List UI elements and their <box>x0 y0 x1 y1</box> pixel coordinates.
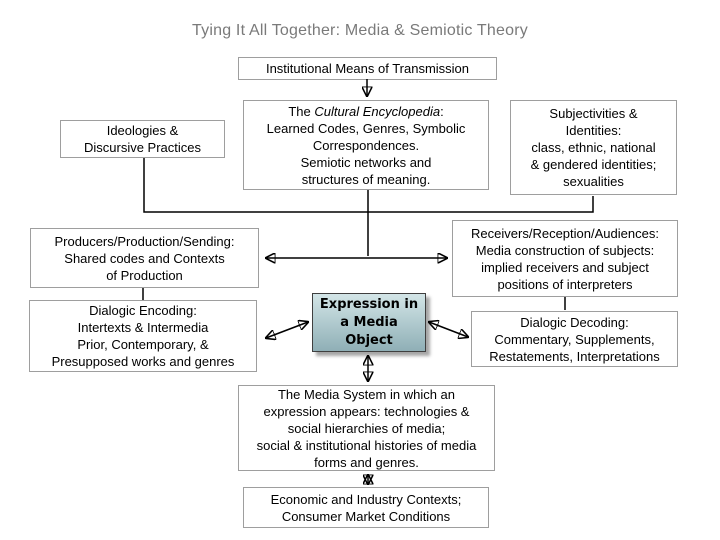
box-text-line: positions of interpreters <box>497 276 633 292</box>
connector-expression-decoding-arrow <box>429 322 468 337</box>
box-text-line: Object <box>345 332 393 348</box>
box-text-line: Dialogic Encoding: <box>89 303 197 318</box>
box-text-line: Media construction of subjects: <box>475 242 655 258</box>
box-text-line: & gendered identities; <box>530 157 657 172</box>
box-text-line: Consumer Market Conditions <box>281 508 451 524</box>
box-text-line: implied receivers and subject <box>481 259 649 275</box>
box-subjectivities: Subjectivities & Identities: class, ethn… <box>510 100 677 195</box>
box-cultural-encyclopedia: The Cultural Encyclopedia: Learned Codes… <box>243 100 489 190</box>
box-text-line: Commentary, Supplements, <box>494 331 655 347</box>
box-text-line: Dialogic Decoding: <box>520 314 629 330</box>
box-media-system: The Media System in which an expression … <box>238 385 495 471</box>
box-text-line: The Cultural Encyclopedia: <box>288 103 444 119</box>
box-text-line: Expression in <box>319 296 419 312</box>
box-economic-contexts: Economic and Industry Contexts; Consumer… <box>243 487 489 528</box>
connector-encoding-expression-arrow <box>266 322 308 338</box>
box-text-line: Presupposed works and genres <box>51 354 235 369</box>
box-expression-media-object: Expression in a Media Object <box>312 293 426 352</box>
box-text-line: Shared codes and Contexts <box>64 250 225 266</box>
box-text-line: a Media <box>340 314 398 330</box>
slide-title: Tying It All Together: Media & Semiotic … <box>192 22 528 39</box>
box-text-line: Subjectivities & <box>549 106 638 121</box>
box-producers: Producers/Production/Sending: Shared cod… <box>30 228 259 288</box>
box-receivers: Receivers/Reception/Audiences: Media con… <box>452 220 678 297</box>
box-text-line: forms and genres. <box>314 454 419 470</box>
box-text-line: sexualities <box>563 174 624 189</box>
box-dialogic-decoding: Dialogic Decoding: Commentary, Supplemen… <box>471 311 678 367</box>
box-text-line: The Media System in which an <box>277 386 456 402</box>
box-text-line: Ideologies & <box>106 123 179 138</box>
box-text-line: Semiotic networks and <box>300 154 432 170</box>
box-text-line: Identities: <box>565 123 622 138</box>
box-text-line: Producers/Production/Sending: <box>54 233 235 249</box>
box-text-line: Discursive Practices <box>83 140 202 155</box>
box-text-line: Institutional Means of Transmission <box>265 61 470 76</box>
box-institutional-means: Institutional Means of Transmission <box>238 57 497 80</box>
box-text-line: of Production <box>106 267 183 283</box>
box-text-line: structures of meaning. <box>301 171 431 187</box>
box-text-line: expression appears: technologies & <box>263 403 470 419</box>
box-text-line: social hierarchies of media; <box>287 420 446 436</box>
box-text-line: Learned Codes, Genres, Symbolic <box>266 120 466 136</box>
box-text-line: Prior, Contemporary, & <box>77 337 209 352</box>
box-text-line: Restatements, Interpretations <box>489 348 660 364</box>
box-text-line: Intertexts & Intermedia <box>77 320 209 335</box>
box-dialogic-encoding: Dialogic Encoding: Intertexts & Intermed… <box>29 300 257 372</box>
box-text-line: class, ethnic, national <box>531 140 656 155</box>
box-text-line: Economic and Industry Contexts; <box>270 491 462 507</box>
box-text-line: social & institutional histories of medi… <box>256 437 477 453</box>
box-ideologies: Ideologies & Discursive Practices <box>60 120 225 158</box>
box-text-line: Correspondences. <box>312 137 420 153</box>
box-text-line: Receivers/Reception/Audiences: <box>471 225 659 241</box>
